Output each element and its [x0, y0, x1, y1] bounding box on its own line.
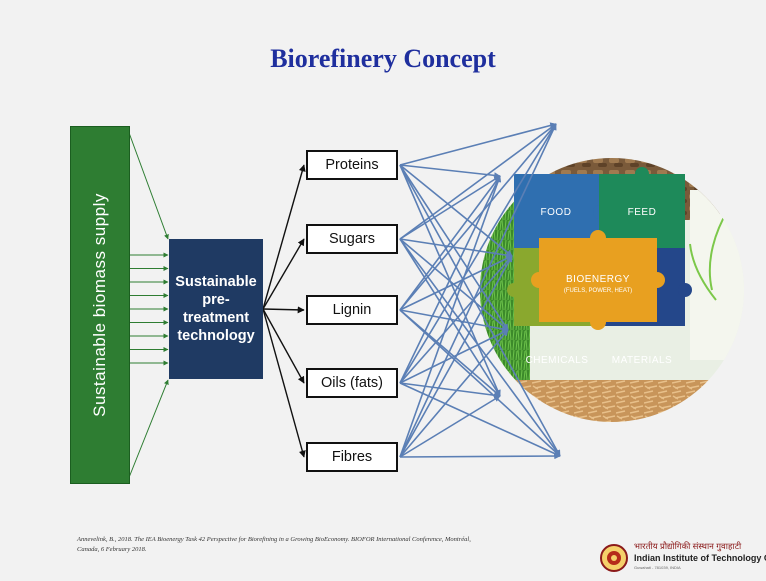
- product-to-application-arrow: [399, 175, 501, 384]
- product-to-application-arrow: [399, 329, 509, 384]
- institute-address: Guwahati - 781039, INDIA: [634, 565, 681, 570]
- institute-name-english: Indian Institute of Technology Guwahati: [634, 553, 766, 563]
- product-to-application-arrow: [399, 175, 501, 240]
- product-to-application-arrow: [399, 255, 513, 311]
- supply-arrows: [127, 129, 169, 481]
- feed-label: FEED: [627, 207, 657, 218]
- institute-name-hindi: भारतीय प्रौद्योगिकी संस्थान गुवाहाटी: [634, 541, 742, 551]
- product-to-application-arrow: [399, 175, 502, 458]
- product-to-application-arrow: [399, 309, 561, 457]
- product-box-sugars: Sugars: [306, 224, 398, 254]
- technology-to-product-arrow: [262, 238, 305, 310]
- product-to-application-arrow: [399, 123, 557, 458]
- product-to-application-arrow: [399, 309, 509, 333]
- product-to-application-arrow: [399, 122, 557, 166]
- product-to-application-arrow: [399, 452, 561, 460]
- technology-to-product-arrow: [262, 308, 305, 384]
- product-to-application-arrow: [399, 255, 513, 458]
- puzzle-piece-food: [514, 174, 600, 248]
- product-box-oils: Oils (fats): [306, 368, 398, 398]
- product-box-proteins: Proteins: [306, 150, 398, 180]
- product-to-application-arrow: [399, 123, 557, 311]
- product-to-application-arrows: [399, 122, 561, 460]
- citation-text: Annevelink, B., 2018. The IEA Bioenergy …: [77, 536, 471, 553]
- product-to-application-arrow: [399, 255, 513, 384]
- bioenergy-sublabel: (FUELS, POWER, HEAT): [563, 288, 633, 294]
- pretreatment-technology-box: Sustainable pre-treatment technology: [169, 239, 263, 379]
- product-to-application-arrow: [399, 164, 561, 457]
- technology-to-product-arrow: [262, 306, 305, 314]
- materials-label: MATERIALS: [611, 355, 673, 366]
- puzzle-piece-bioenergy: [539, 238, 657, 322]
- technology-to-product-arrows: [262, 164, 306, 458]
- supply-arrow: [127, 129, 169, 240]
- product-to-application-arrow: [399, 238, 513, 259]
- product-to-application-arrow: [399, 175, 501, 311]
- food-label: FOOD: [540, 207, 572, 218]
- product-box-lignin: Lignin: [306, 295, 398, 325]
- product-to-application-arrow: [399, 382, 561, 457]
- wood-chips-texture: [500, 380, 740, 422]
- biomass-supply-label: Sustainable biomass supply: [90, 193, 109, 417]
- slide-title: Biorefinery Concept: [270, 44, 496, 73]
- product-box-fibres: Fibres: [306, 442, 398, 472]
- product-to-application-arrow: [399, 382, 501, 399]
- technology-to-product-arrow: [262, 164, 306, 310]
- product-to-application-arrow: [399, 395, 501, 458]
- product-to-application-arrow: [399, 164, 513, 257]
- pretreatment-technology-label: Sustainable pre-treatment technology: [175, 274, 257, 344]
- product-to-application-arrow: [399, 329, 509, 458]
- product-to-application-arrow: [399, 123, 557, 240]
- technology-to-product-arrow: [262, 308, 306, 458]
- chemicals-label: CHEMICALS: [525, 355, 589, 366]
- product-to-application-arrow: [399, 123, 557, 384]
- biomass-supply-box: Sustainable biomass supply: [70, 126, 130, 484]
- puzzle-piece-feed: [599, 174, 685, 248]
- iitg-logo: [600, 544, 628, 572]
- product-to-application-arrow: [399, 164, 501, 179]
- puzzle: [507, 167, 692, 330]
- supply-arrow: [127, 379, 169, 481]
- bioenergy-label: BIOENERGY: [566, 274, 630, 285]
